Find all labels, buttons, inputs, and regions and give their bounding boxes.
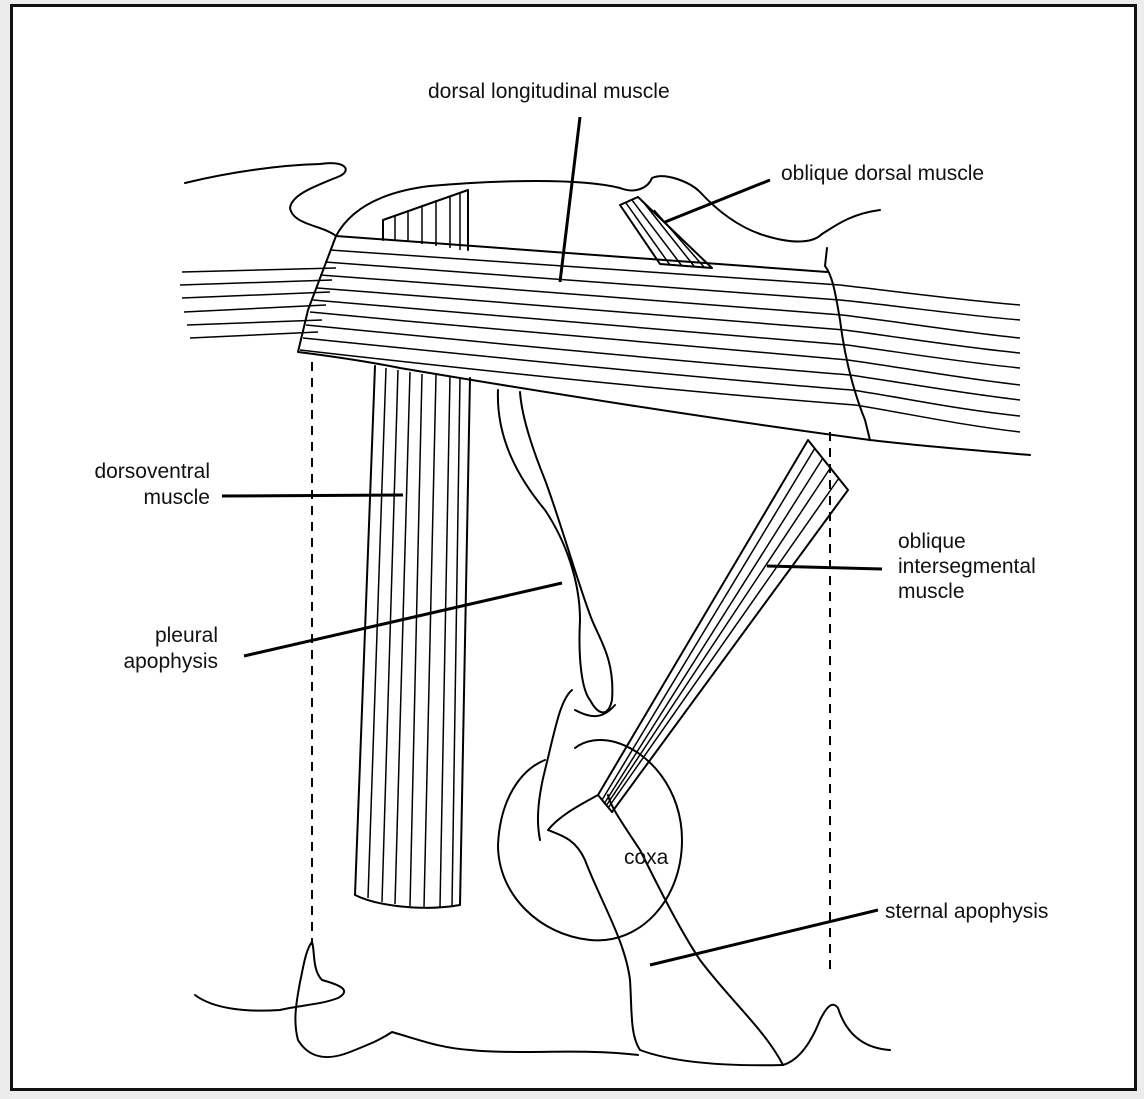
oblique-intersegmental-muscle	[598, 440, 848, 812]
label-oblique-intersegmental-line2: intersegmental	[898, 555, 1036, 578]
sternal-apophysis	[548, 795, 783, 1065]
label-dorsoventral-line1: dorsoventral	[94, 460, 210, 483]
label-oblique-intersegmental-line1: oblique	[898, 530, 966, 553]
label-oblique-dorsal-muscle: oblique dorsal muscle	[781, 162, 984, 185]
dorsal-longitudinal-muscle	[180, 236, 1030, 455]
dorsoventral-muscle	[355, 366, 470, 908]
leader-dorsal-longitudinal	[560, 117, 580, 282]
label-pleural-line1: pleural	[155, 624, 218, 647]
sternum-outline	[195, 942, 638, 1057]
label-pleural-line2: apophysis	[123, 650, 218, 673]
label-dorsoventral-line2: muscle	[143, 486, 210, 509]
sternum-outline-right	[783, 1005, 890, 1065]
leader-oblique-intersegmental	[767, 566, 882, 569]
label-dorsal-longitudinal-muscle: dorsal longitudinal muscle	[428, 80, 670, 103]
pleural-apophysis	[498, 390, 613, 712]
label-sternal-apophysis: sternal apophysis	[885, 900, 1048, 923]
coxa-outline	[498, 740, 682, 940]
tergum-outline	[185, 163, 880, 241]
leader-dorsoventral	[222, 495, 403, 496]
leader-oblique-dorsal	[665, 180, 770, 222]
leader-sternal	[650, 910, 878, 965]
label-coxa: coxa	[624, 846, 669, 869]
label-oblique-intersegmental-line3: muscle	[898, 580, 965, 603]
